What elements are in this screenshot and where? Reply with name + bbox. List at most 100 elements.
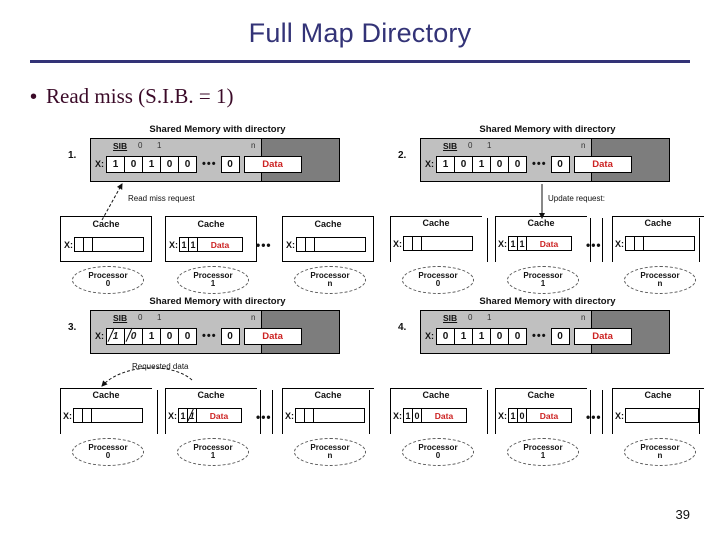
cache-line-label: X:	[286, 239, 295, 250]
processor-label: Processor	[193, 442, 233, 452]
cache-line-label: X:	[498, 238, 507, 249]
index-1: 1	[157, 313, 162, 322]
bullet-label: Read miss (S.I.B. = 1)	[46, 84, 234, 108]
processor-id: 1	[540, 451, 546, 460]
processor-label: Processor	[88, 442, 128, 452]
processor-id: 0	[435, 451, 441, 460]
ellipsis: •••	[532, 158, 547, 170]
directory-bit-cell: 0	[178, 327, 197, 345]
cache-separator	[369, 390, 370, 434]
index-n: n	[251, 141, 256, 150]
directory-bit-cell-n: 0	[550, 327, 570, 345]
cache-ellipsis: •••	[586, 238, 602, 252]
cache-label: Cache	[422, 390, 450, 400]
directory-bit-cell: 1	[106, 155, 125, 173]
directory-bit-cell-n: 0	[220, 155, 240, 173]
cache-label: Cache	[314, 219, 342, 229]
directory-bit-cell-n: 0	[220, 327, 240, 345]
cache-label: Cache	[644, 218, 672, 228]
cache-edge-left	[60, 388, 61, 434]
cache-separator	[260, 390, 261, 434]
memory-line-label: X:	[95, 159, 104, 169]
cache-label: Cache	[92, 219, 120, 229]
cache-line-label: X:	[285, 410, 294, 421]
directory-bit-cell-n: 0	[550, 155, 570, 173]
index-0: 0	[468, 141, 473, 150]
panel-step-number: 4.	[398, 322, 407, 333]
cache-line-row: X:	[393, 236, 473, 251]
cache-separator	[602, 390, 603, 434]
panel-step-number: 3.	[68, 322, 77, 333]
cache-bit-cell: 1	[188, 237, 198, 252]
cache-separator	[272, 390, 273, 434]
directory-bit-cell: 0	[508, 155, 527, 173]
cache-line-row: X:	[64, 237, 144, 252]
flow-arrow	[539, 184, 545, 219]
processor-id: 1	[210, 451, 216, 460]
flow-annotation: Read miss request	[128, 194, 195, 203]
directory-bit-cell: 0	[436, 327, 455, 345]
cache-ellipsis: •••	[256, 410, 272, 424]
ellipsis: •••	[532, 330, 547, 342]
processor-label: Processor	[88, 270, 128, 280]
memory-data-box: Data	[243, 155, 302, 173]
index-n: n	[581, 313, 586, 322]
memory-data-box: Data	[243, 327, 302, 345]
processor-label: Processor	[193, 270, 233, 280]
memory-caption: Shared Memory with directory	[479, 124, 616, 135]
directory-bit-cell: 1	[454, 327, 473, 345]
processor-label: Processor	[418, 270, 458, 280]
flow-arrow	[101, 183, 123, 221]
flow-arrow	[101, 367, 193, 387]
index-n: n	[251, 313, 256, 322]
cache-label: Cache	[644, 390, 672, 400]
cache-edge-left	[390, 388, 391, 434]
cache-line-label: X:	[169, 239, 178, 250]
cache-edge-top	[282, 388, 374, 389]
cache-separator	[602, 218, 603, 262]
cache-edge-top	[612, 216, 704, 217]
cache-bit-cell	[412, 236, 422, 251]
bullet-marker: •	[30, 86, 38, 108]
sib-label: SIB	[443, 313, 458, 323]
directory-bit-cell: 0	[160, 155, 179, 173]
processor-id: n	[327, 451, 333, 460]
cache-separator	[487, 390, 488, 434]
cache-label: Cache	[197, 219, 225, 229]
cache-label: Cache	[314, 390, 342, 400]
directory-bit-cell: 0	[178, 155, 197, 173]
page-title: Full Map Directory	[248, 18, 472, 48]
processor-id: n	[657, 279, 663, 288]
cache-bit-cell: 1	[517, 236, 527, 251]
